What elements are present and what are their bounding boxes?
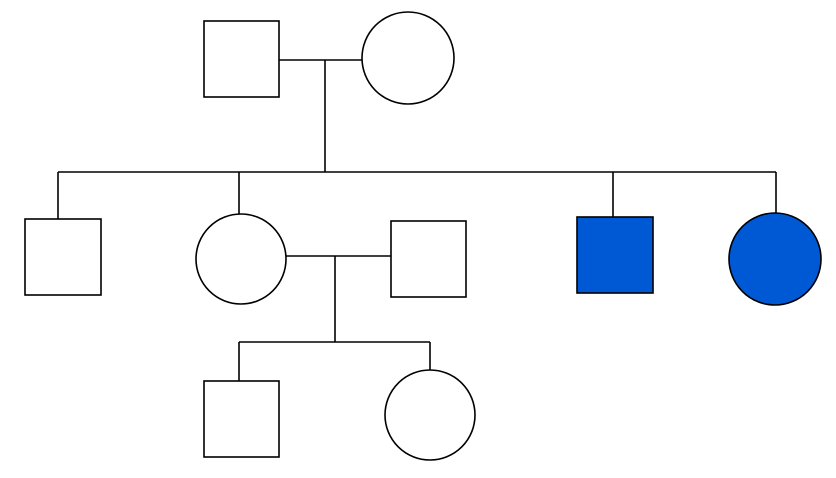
g2-son-1-square	[24, 218, 102, 296]
g1-mother-circle	[361, 11, 455, 105]
g1-father-square	[203, 20, 280, 98]
g3-daughter-circle	[384, 369, 476, 461]
g2-daughter-2-circle-affected	[728, 212, 822, 306]
g3-son-square	[203, 380, 280, 458]
g2-daughter-1-circle	[195, 213, 287, 305]
g2-son-2-square-affected	[576, 216, 654, 294]
g2-daughter-1-spouse-square	[390, 220, 467, 298]
